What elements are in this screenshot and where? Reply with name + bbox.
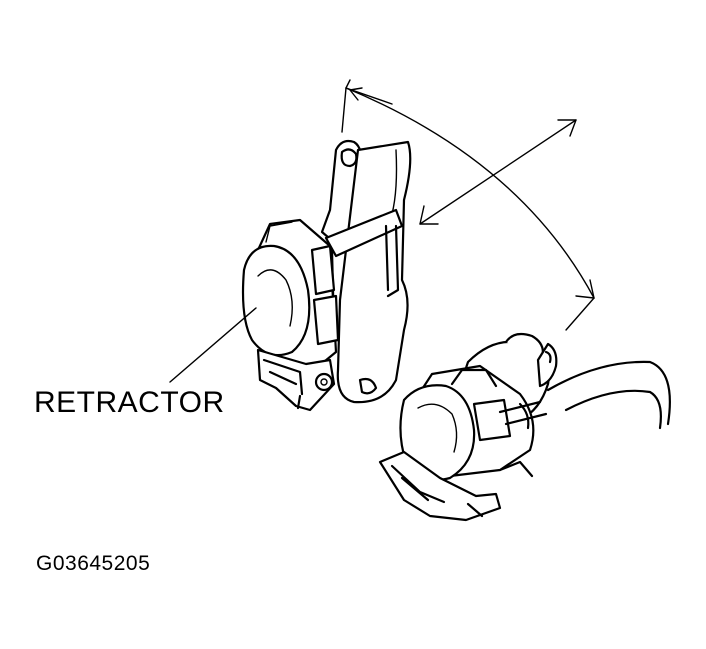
tilted-lock-mechanism: [378, 450, 502, 522]
tilt-straight-arrow: [419, 119, 577, 225]
retractor-tilted: [378, 332, 671, 522]
webbing-strap: [546, 360, 671, 426]
tilt-arc-arrow: [341, 79, 595, 331]
figure-id: G03645205: [36, 552, 151, 575]
retractor-leader-line: [169, 307, 257, 383]
spool-cover: [241, 244, 311, 357]
retractor-label: RETRACTOR: [34, 386, 225, 419]
back-plate: [336, 140, 412, 404]
tilted-mounting-tab: [536, 342, 558, 388]
retractor-upright: [241, 139, 412, 412]
